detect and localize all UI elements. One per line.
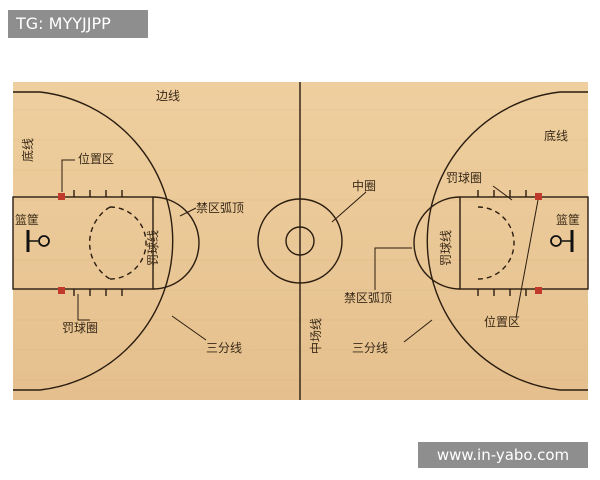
label-position-zone-left: 位置区 — [78, 151, 114, 166]
label-basket-right: 篮筐 — [556, 212, 580, 227]
label-key-top-right: 禁区弧顶 — [344, 291, 392, 305]
label-three-pt-right: 三分线 — [352, 341, 388, 355]
label-three-pt-left: 三分线 — [206, 341, 242, 355]
leader-lines — [61, 159, 539, 343]
left-free-throw-arc-dashed — [89, 206, 111, 280]
label-baseline-right: 底线 — [544, 128, 568, 143]
label-center-circle: 中圈 — [352, 178, 376, 193]
label-sideline: 边线 — [156, 89, 180, 103]
watermark-top: TG: MYYJJPP — [8, 10, 148, 38]
position-markers — [58, 193, 542, 294]
right-three-point-arc — [426, 91, 561, 391]
right-basket — [550, 230, 574, 252]
label-position-zone-right: 位置区 — [484, 314, 520, 329]
label-key-top-left: 禁区弧顶 — [196, 201, 244, 215]
label-ft-circle-right: 罚球圈 — [446, 171, 482, 185]
right-key — [459, 196, 589, 290]
label-baseline-left: 底线 — [20, 138, 35, 162]
center-circle — [257, 198, 343, 284]
left-key — [12, 196, 154, 290]
watermark-bottom: www.in-yabo.com — [418, 442, 588, 468]
label-midcourt-line: 中场线 — [308, 318, 323, 354]
label-basket-left: 篮筐 — [15, 212, 39, 227]
right-free-throw-arc-dashed — [477, 206, 515, 280]
left-three-point-arc — [39, 91, 174, 391]
left-free-throw-arc-dashed-inner — [109, 206, 147, 280]
label-ft-line-right: 罚球线 — [439, 230, 453, 266]
left-free-throw-arc — [152, 196, 200, 290]
center-inner-circle — [285, 226, 315, 256]
left-basket — [26, 230, 50, 252]
label-ft-line-left: 罚球线 — [146, 230, 160, 266]
right-free-throw-arc — [413, 196, 461, 290]
label-ft-circle-left: 罚球圈 — [62, 321, 98, 335]
